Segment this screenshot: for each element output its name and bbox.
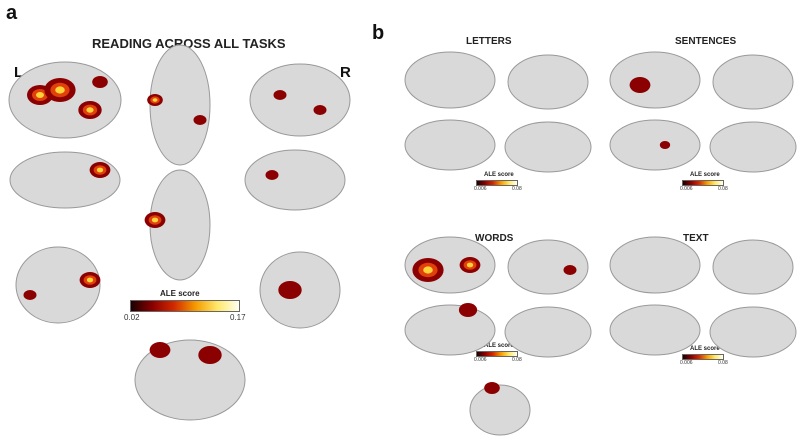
words-right-medial — [504, 306, 592, 358]
activation-blob — [151, 217, 159, 223]
activation-blob — [629, 77, 651, 93]
text-colorbar — [682, 354, 724, 360]
activation-blob — [36, 92, 44, 98]
words-title: WORDS — [475, 233, 514, 244]
sentences-right-lateral — [712, 54, 794, 110]
words-right-lateral — [507, 239, 589, 295]
right-medial-brain — [244, 149, 346, 211]
activation-blob — [278, 281, 302, 299]
sentences-colorbar-min: 0.006 — [680, 186, 693, 192]
letters-colorbar-min: 0.006 — [474, 186, 487, 192]
activation-blob — [313, 105, 327, 115]
activation-blob — [86, 277, 94, 283]
colorbar — [130, 300, 240, 312]
activation-blob — [659, 141, 671, 149]
text-right-lateral — [712, 239, 794, 295]
sentences-left-medial — [609, 119, 701, 171]
activation-blob — [273, 90, 287, 100]
activation-blob — [198, 346, 222, 364]
words-left-medial — [404, 304, 496, 356]
activation-blob — [484, 382, 500, 394]
activation-blob — [149, 342, 171, 358]
words-cerebellum — [469, 384, 531, 436]
activation-blob — [458, 303, 478, 317]
sentences-colorbar — [682, 180, 724, 186]
activation-blob — [152, 98, 158, 102]
panel-a-title: READING ACROSS ALL TASKS — [92, 36, 286, 51]
text-title: TEXT — [683, 233, 709, 244]
letters-colorbar — [476, 180, 518, 186]
left-hemisphere-label: L — [14, 64, 24, 81]
words-colorbar-title: ALE score — [484, 343, 514, 349]
left-medial-brain — [9, 151, 121, 209]
sentences-colorbar-max: 0.08 — [718, 186, 728, 192]
activation-blob — [23, 290, 37, 300]
sentences-title: SENTENCES — [675, 36, 737, 47]
activation-blob — [96, 167, 104, 173]
panel-b-label: b — [372, 22, 385, 44]
activation-blob — [466, 262, 474, 268]
activation-blob — [55, 86, 65, 94]
right-lateral-brain — [249, 63, 351, 137]
letters-title: LETTERS — [466, 36, 512, 47]
letters-left-medial — [404, 119, 496, 171]
colorbar-max: 0.17 — [230, 313, 246, 322]
letters-left-lateral — [404, 51, 496, 109]
sentences-colorbar-title: ALE score — [690, 172, 720, 178]
words-colorbar-max: 0.08 — [512, 357, 522, 363]
panel-a-label: a — [6, 2, 18, 24]
dorsal-brain — [149, 44, 211, 166]
activation-blob — [193, 115, 207, 125]
letters-colorbar-max: 0.08 — [512, 186, 522, 192]
right-hemisphere-label: R — [340, 64, 351, 81]
letters-right-medial — [504, 121, 592, 173]
activation-blob — [265, 170, 279, 180]
words-colorbar — [476, 351, 518, 357]
letters-colorbar-title: ALE score — [484, 172, 514, 178]
text-left-lateral — [609, 236, 701, 294]
text-colorbar-min: 0.006 — [680, 360, 693, 366]
text-colorbar-max: 0.08 — [718, 360, 728, 366]
colorbar-title: ALE score — [160, 289, 200, 298]
activation-blob — [86, 107, 94, 113]
activation-blob — [92, 76, 108, 88]
sentences-left-lateral — [609, 51, 701, 109]
colorbar-min: 0.02 — [124, 313, 140, 322]
text-right-medial — [709, 306, 797, 358]
sentences-right-medial — [709, 121, 797, 173]
text-colorbar-title: ALE score — [690, 346, 720, 352]
text-left-medial — [609, 304, 701, 356]
activation-blob — [423, 266, 433, 274]
activation-blob — [563, 265, 577, 275]
letters-right-lateral — [507, 54, 589, 110]
words-colorbar-min: 0.006 — [474, 357, 487, 363]
posterior-left-brain — [15, 246, 101, 324]
